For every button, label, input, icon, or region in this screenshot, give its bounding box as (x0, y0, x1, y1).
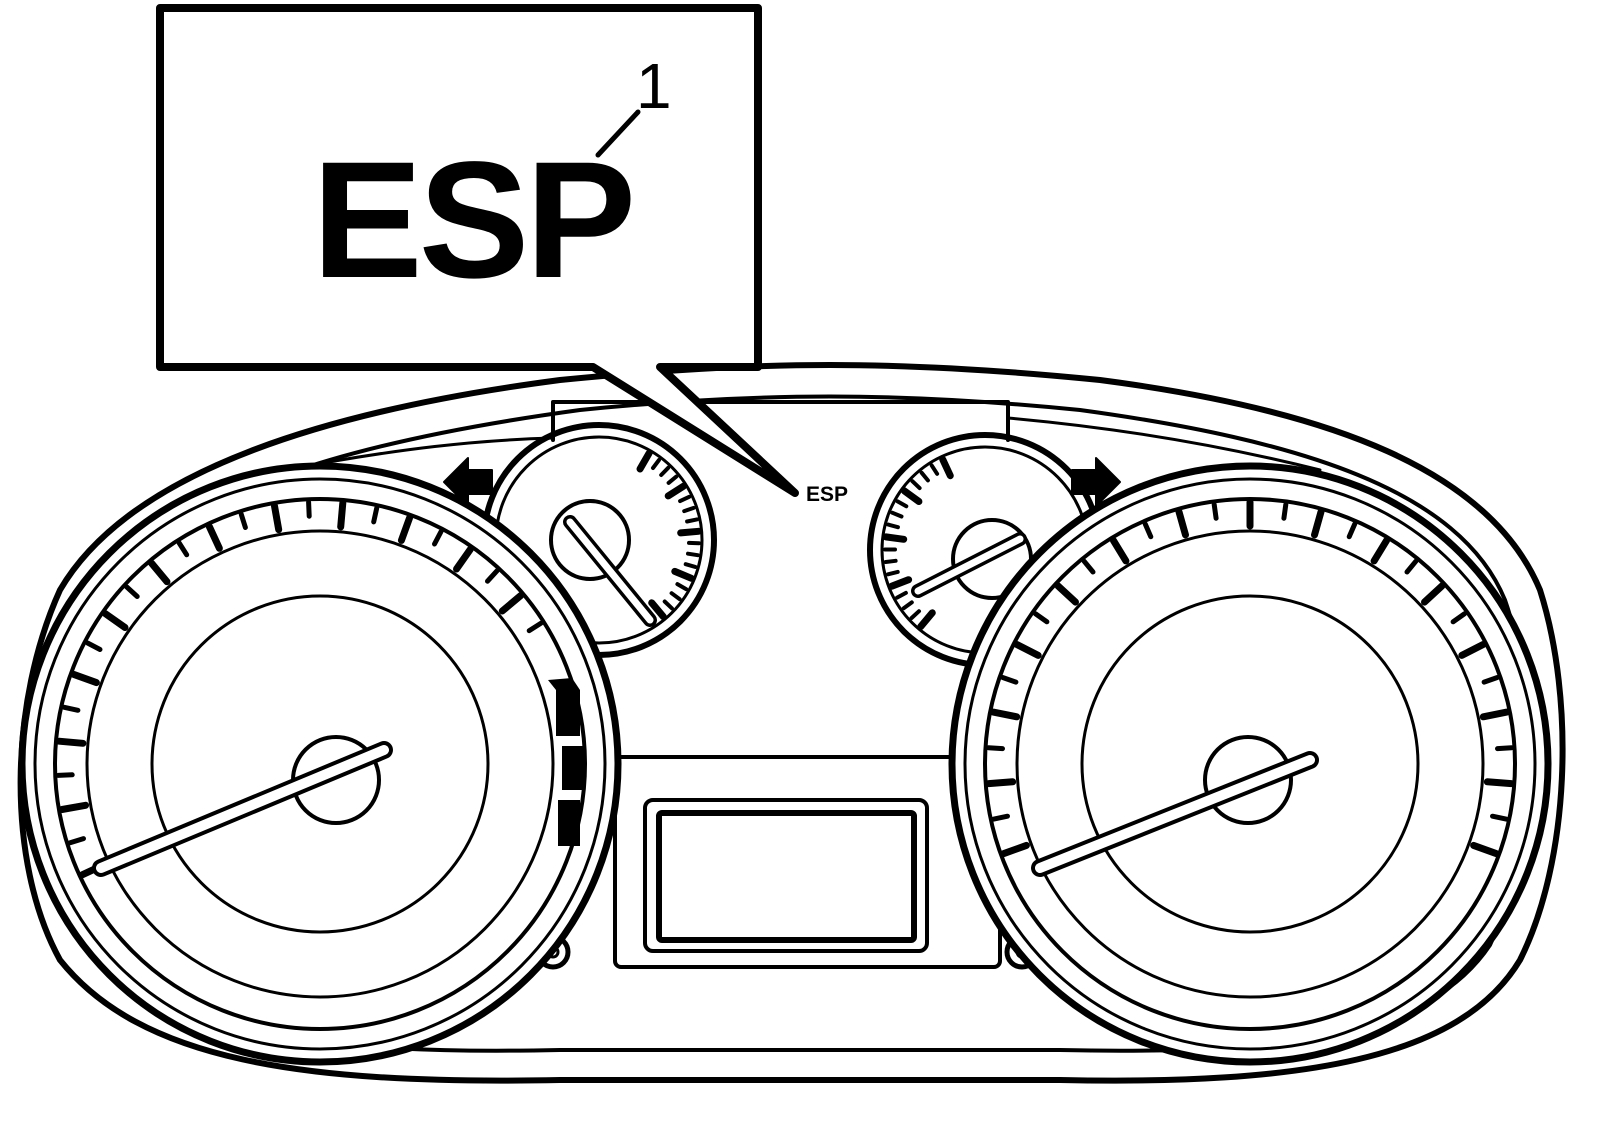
gauge-tick (62, 805, 86, 809)
gauge-tick (943, 459, 951, 475)
gauge-tick (888, 525, 898, 528)
small-gauge-right-needle (918, 539, 1020, 591)
gauge-tick (886, 537, 904, 539)
gauge-tick (994, 816, 1008, 819)
gauge-tick (661, 468, 668, 475)
gauge-tick (989, 782, 1013, 784)
gauge-tick (1483, 712, 1507, 717)
gauge-tick (640, 453, 649, 469)
small-gauge-left-ticks (640, 453, 699, 616)
gauge-tick (686, 564, 696, 567)
gauge-tick (680, 497, 689, 501)
center-display-frame (645, 800, 927, 951)
gauge-tick (58, 775, 72, 776)
gauge-tick (1493, 816, 1507, 819)
gauge-tick (668, 486, 683, 496)
gauge-tick (892, 580, 909, 587)
gauge-tick (993, 712, 1017, 717)
gauge-tick (1214, 505, 1216, 519)
gauge-tick (684, 508, 694, 511)
gauge-tick (653, 460, 659, 468)
gauge-tick (665, 602, 672, 609)
center-display-housing (615, 757, 1000, 967)
callout-label: ESP (312, 128, 632, 313)
gauge-tick (888, 572, 898, 574)
gauge-tick (897, 593, 906, 598)
gauge-tick (59, 741, 83, 743)
gauge-tick (892, 513, 901, 517)
gauge-tick (687, 519, 697, 521)
gauge-tick (341, 503, 343, 527)
callout-number: 1 (636, 50, 672, 122)
esp-indicator-label: ESP (806, 483, 848, 506)
center-display-screen (659, 813, 914, 940)
gauge-tick (309, 502, 310, 516)
gauge-tick (912, 481, 919, 488)
gauge-tick (898, 501, 907, 506)
gauge-tick (669, 477, 677, 483)
gauge-tick (677, 584, 686, 589)
large-gauge-left (22, 466, 618, 1062)
gauge-tick (904, 491, 919, 502)
gauge-tick (922, 473, 928, 481)
gauge-tick (1487, 782, 1511, 784)
gauge-tick (688, 554, 698, 556)
gauge-tick (1498, 748, 1512, 749)
gauge-tick (675, 571, 692, 578)
gauge-tick (921, 613, 933, 627)
gauge-tick (374, 508, 377, 522)
gauge-tick (904, 602, 912, 608)
small-gauge-left-needle (570, 522, 650, 620)
gauge-tick (912, 611, 919, 618)
large-gauge-right (952, 466, 1548, 1062)
gauge-tick (681, 531, 699, 533)
gauge-tick (886, 561, 896, 562)
gauge-tick (672, 593, 680, 599)
gauge-tick (932, 465, 937, 473)
gauge-tick (989, 748, 1003, 749)
gauge-tick (1284, 505, 1286, 519)
gauge-tick (64, 707, 78, 710)
gauge-tick (275, 506, 279, 530)
